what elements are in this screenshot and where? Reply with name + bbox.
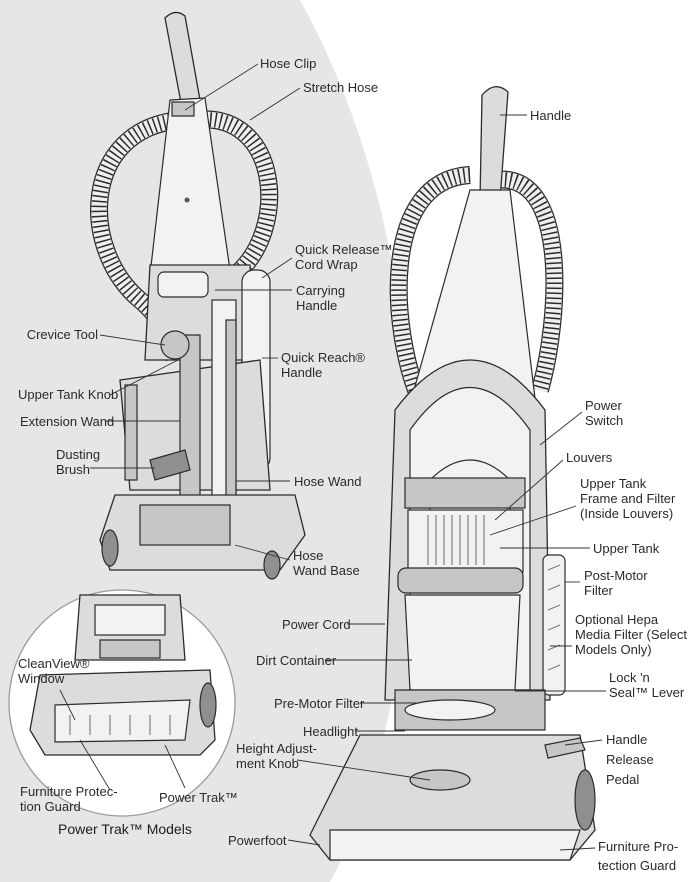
label-quick-reach-handle: Quick Reach® Handle: [281, 350, 365, 380]
label-hepa-filter: Optional Hepa Media Filter (Select Model…: [575, 612, 687, 657]
label-upper-tank: Upper Tank: [593, 541, 660, 556]
left-vacuum-illustration: [90, 11, 306, 580]
label-power-switch: Power Switch: [585, 398, 624, 428]
label-upper-tank-frame: Upper Tank Frame and Filter (Inside Louv…: [580, 476, 676, 521]
leader-lines: [59, 63, 606, 851]
inset-caption: Power Trak™ Models: [58, 821, 192, 837]
label-cleanview-window: CleanView® Window: [18, 656, 90, 686]
label-quick-release-cord-wrap: Quick Release™ Cord Wrap: [295, 242, 393, 272]
power-trak-inset: [8, 589, 236, 817]
label-upper-tank-knob: Upper Tank Knob: [18, 387, 119, 402]
label-handle-release-pedal: Handle Release Pedal: [606, 732, 654, 787]
label-dusting-brush: Dusting Brush: [56, 447, 101, 477]
label-stretch-hose: Stretch Hose: [303, 80, 379, 95]
label-handle: Handle: [530, 108, 572, 123]
label-crevice-tool: Crevice Tool: [26, 327, 98, 342]
label-hose-clip: Hose Clip: [260, 56, 317, 71]
label-carrying-handle: Carrying Handle: [296, 283, 346, 313]
label-hose-wand-base: Hose Wand Base: [293, 548, 360, 578]
label-furniture-guard-inset: Furniture Protec- tion Guard: [20, 784, 118, 814]
label-pre-motor-filter: Pre-Motor Filter: [274, 696, 365, 711]
label-louvers: Louvers: [566, 450, 613, 465]
label-hose-wand: Hose Wand: [294, 474, 362, 489]
label-power-cord: Power Cord: [282, 617, 351, 632]
label-powerfoot: Powerfoot: [228, 833, 287, 848]
right-vacuum-illustration: [309, 86, 596, 861]
label-height-adjustment-knob: Height Adjust- ment Knob: [236, 741, 317, 771]
label-post-motor-filter: Post-Motor Filter: [584, 568, 648, 598]
label-power-trak: Power Trak™: [159, 790, 238, 805]
label-headlight: Headlight: [303, 724, 358, 739]
label-extension-wand: Extension Wand: [20, 414, 115, 429]
label-furniture-protection-guard: Furniture Pro- tection Guard: [598, 839, 679, 873]
label-dirt-container: Dirt Container: [256, 653, 337, 668]
label-lock-n-seal-lever: Lock 'n Seal™ Lever: [609, 670, 685, 700]
